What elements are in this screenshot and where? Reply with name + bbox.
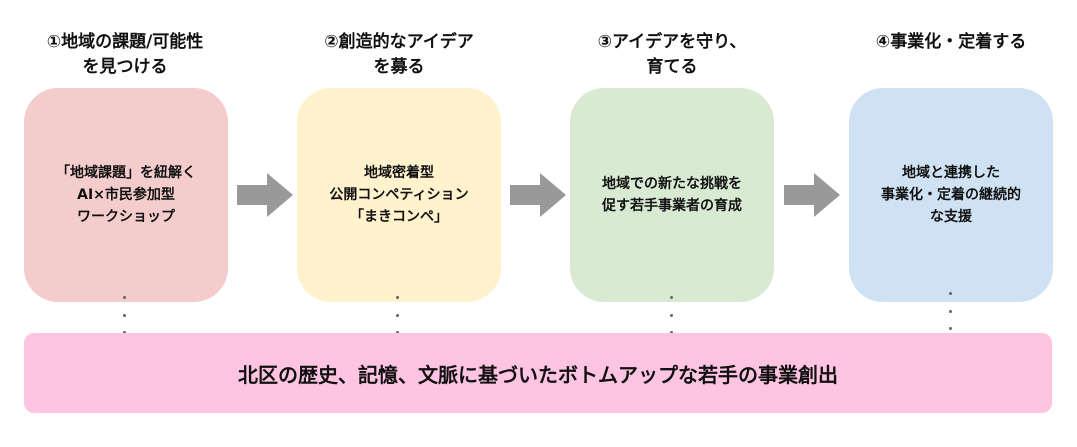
arrow-right-icon — [784, 173, 840, 217]
summary-banner: 北区の歴史、記憶、文脈に基づいたボトムアップな若手の事業創出 — [24, 333, 1052, 413]
arrow-right-icon — [510, 173, 566, 217]
dotted-connector — [123, 296, 127, 334]
step-1-title: ①地域の課題/可能性 を見つける — [46, 32, 204, 77]
arrow-right-icon — [237, 173, 293, 217]
step-3-title: ③アイデアを守り、 育てる — [597, 32, 747, 77]
step-4-title: ④事業化・定着する — [875, 32, 1027, 52]
dotted-connector — [396, 296, 400, 334]
step-2-title: ②創造的なアイデア を募る — [324, 32, 474, 77]
step-4-box: 地域と連携した 事業化・定着の継続的 な支援 — [849, 88, 1053, 302]
step-2-box: 地域密着型 公開コンペティション 「まきコンペ」 — [297, 88, 501, 302]
step-3-box: 地域での新たな挑戦を 促す若手事業者の育成 — [570, 88, 774, 302]
dotted-connector — [670, 296, 674, 334]
dotted-connector — [949, 292, 953, 330]
step-1-box: 「地域課題」を紐解く AI×市民参加型 ワークショップ — [24, 88, 228, 302]
